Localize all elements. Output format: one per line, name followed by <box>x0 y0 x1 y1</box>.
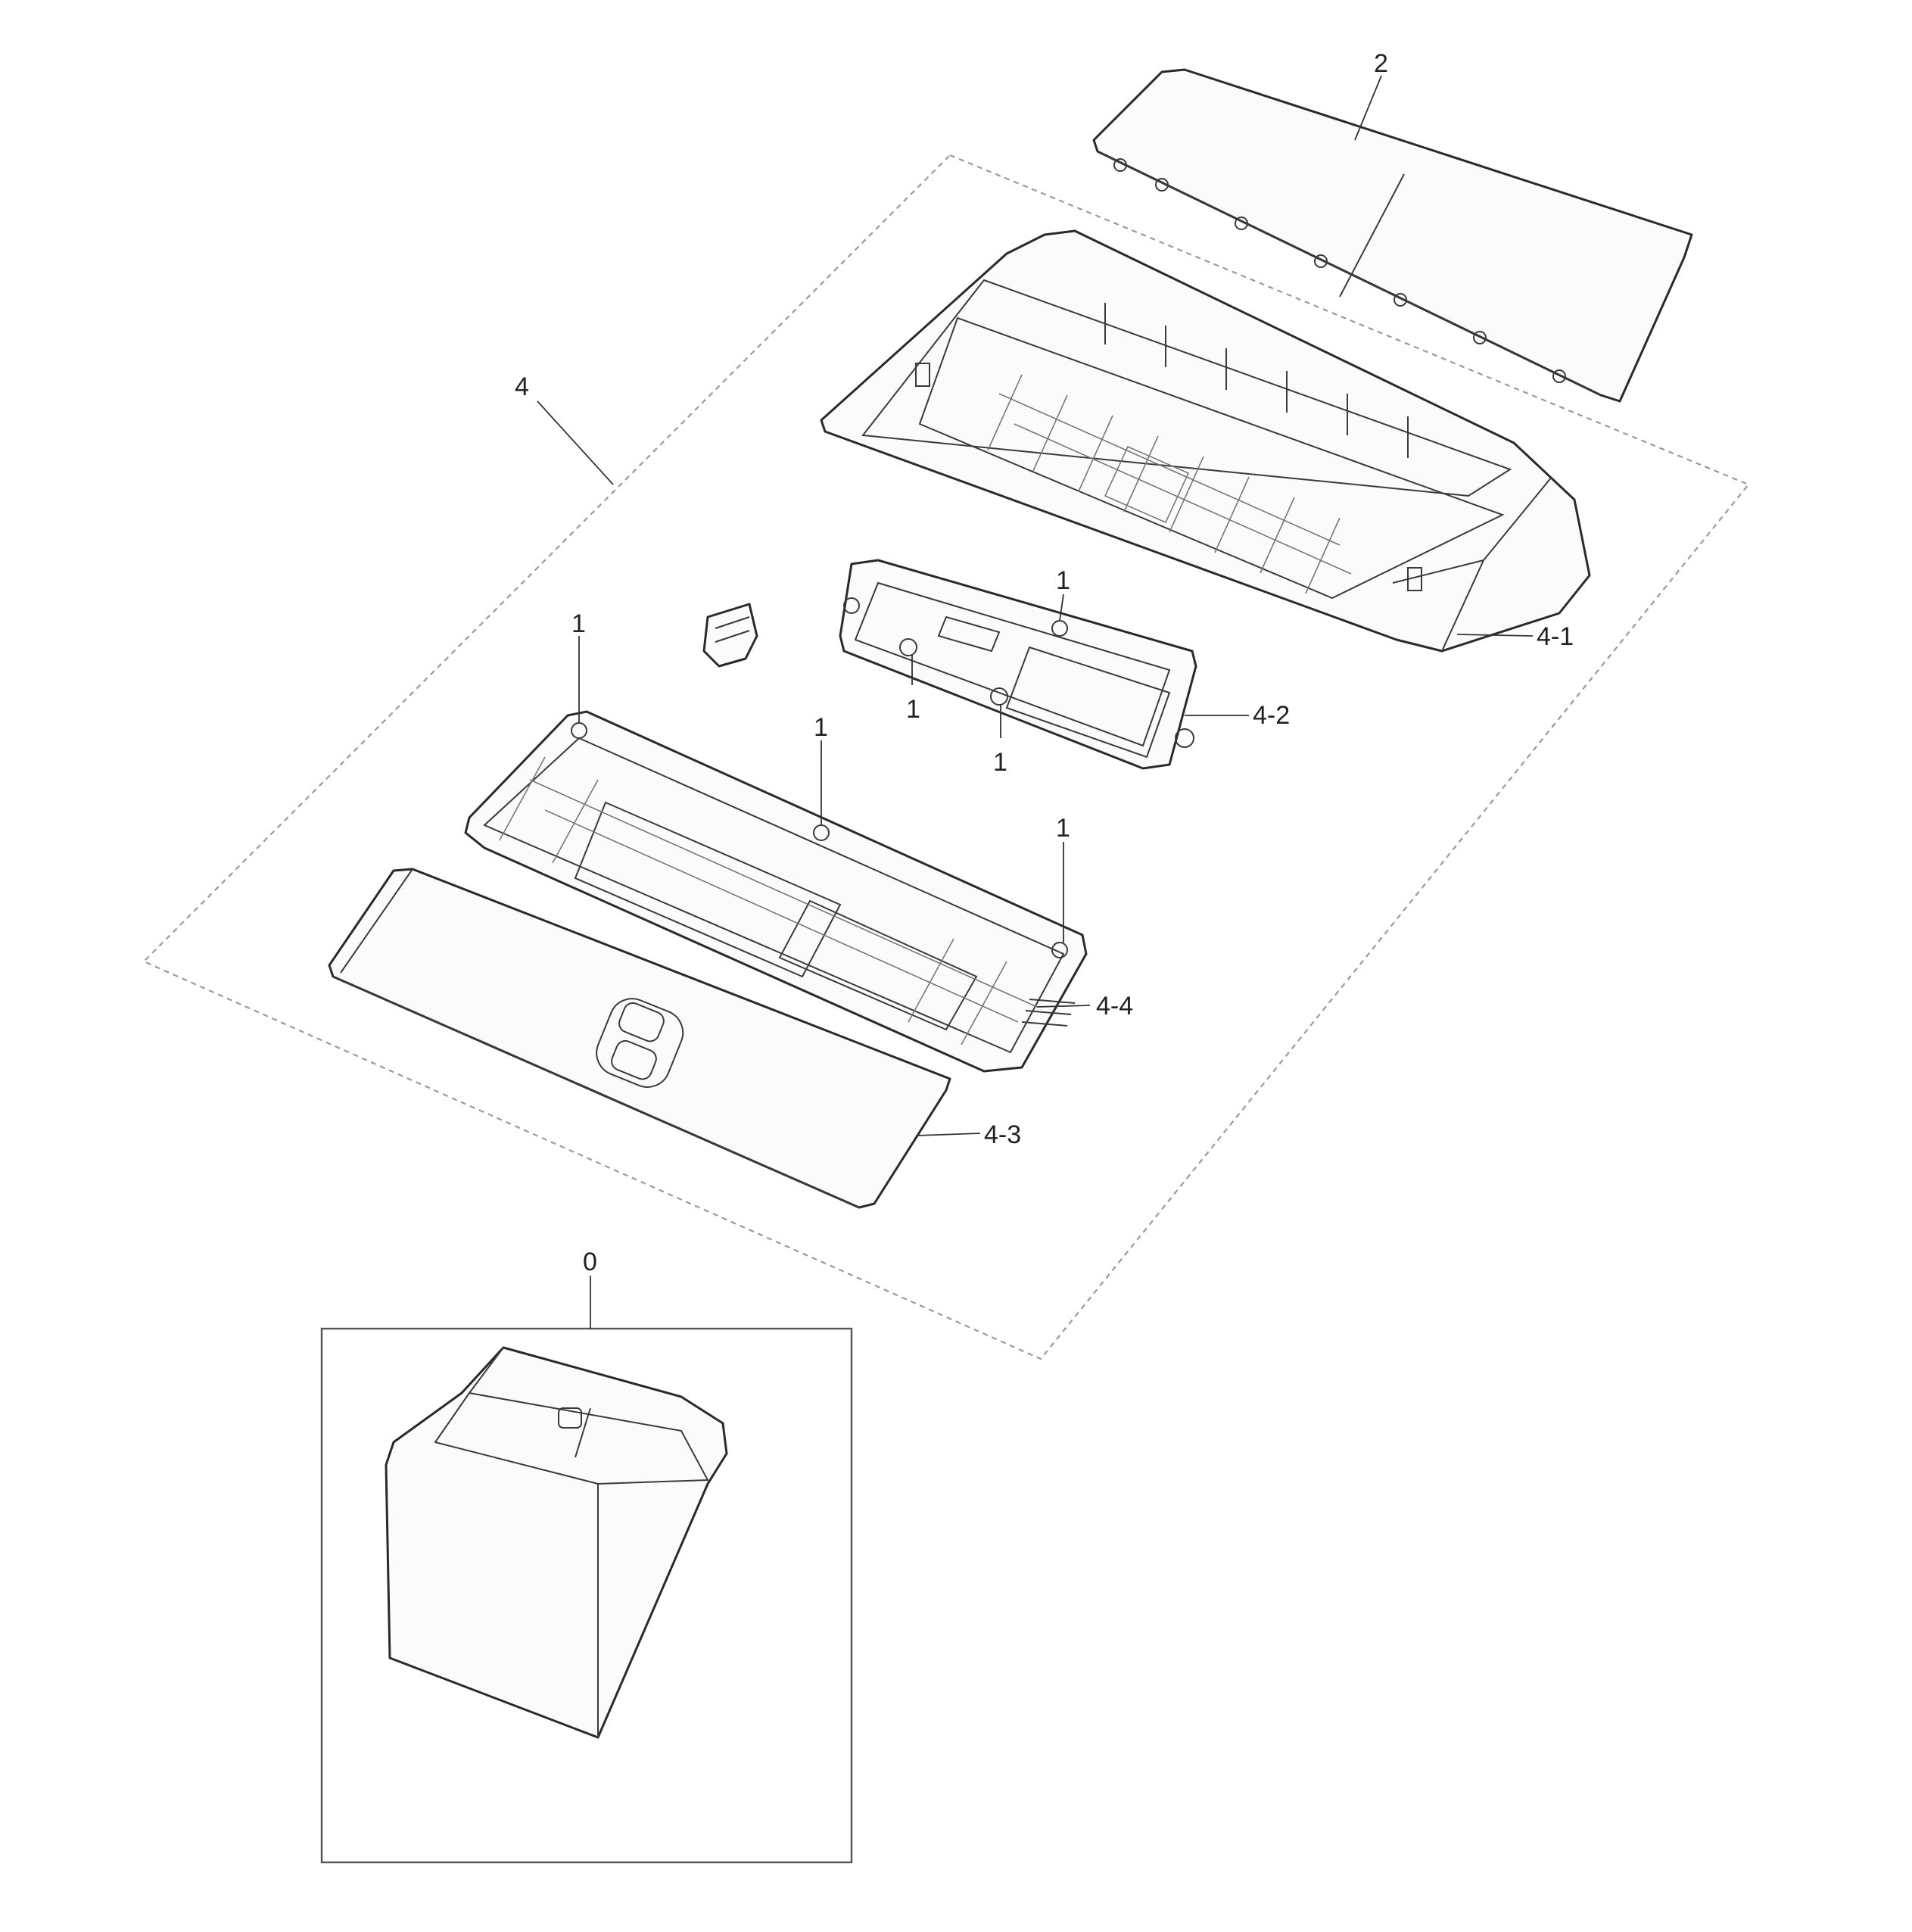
assembly-4-dashed-outline <box>142 154 1750 1360</box>
part-connector-block <box>702 603 758 668</box>
callout-0: 0 <box>583 1248 597 1276</box>
callout-4-4: 4-4 <box>1096 992 1133 1021</box>
part-control-panel-housing <box>820 229 1591 653</box>
callout-1a: 1 <box>571 609 586 638</box>
callout-1c: 1 <box>1056 566 1070 595</box>
part-top-cover <box>1092 68 1693 403</box>
part-front-panel <box>328 868 951 1209</box>
part-frame <box>464 710 1088 1073</box>
inset-box-0 <box>320 1327 853 1864</box>
leader-2 <box>1354 75 1382 141</box>
callout-1d: 1 <box>906 695 920 724</box>
part-complete-unit <box>385 1346 728 1739</box>
leader-4-1 <box>1456 634 1534 637</box>
leader-4-4 <box>1036 1005 1091 1008</box>
callout-4: 4 <box>515 372 529 401</box>
callout-labels: 2 4 4-1 4-2 4-4 4-3 1 1 1 1 1 1 0 <box>515 49 1574 1276</box>
leader-4 <box>537 400 614 485</box>
callout-1f: 1 <box>1056 814 1070 843</box>
callout-4-1: 4-1 <box>1537 622 1574 651</box>
part-pcb-assembly <box>839 559 1197 770</box>
callout-1e: 1 <box>993 748 1007 777</box>
callout-1b: 1 <box>814 713 828 742</box>
callout-4-3: 4-3 <box>984 1120 1021 1149</box>
callout-2: 2 <box>1374 49 1388 78</box>
leader-4-3 <box>915 1133 981 1136</box>
leader-1c <box>1059 594 1064 622</box>
leader-lines <box>537 75 1534 1329</box>
callout-4-2: 4-2 <box>1253 701 1290 730</box>
